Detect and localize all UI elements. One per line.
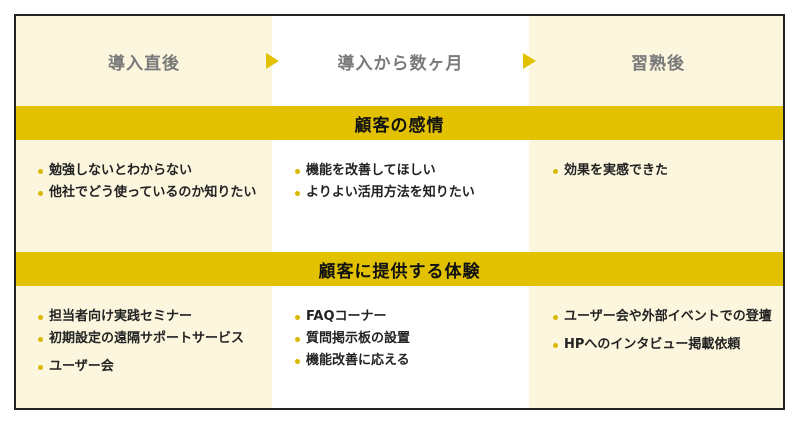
stage-arrow-icon	[266, 53, 279, 69]
experience-cell-stage-3: ユーザー会や外部イベントでの登壇 HPへのインタビュー掲載依頼	[553, 307, 778, 357]
customer-journey-diagram: 導入直後 導入から数ヶ月 習熟後 顧客の感情 勉強しないとわからない 他社でどう…	[14, 14, 785, 410]
experience-cell-stage-1: 担当者向け実践セミナー 初期設定の遠隔サポートサービス ユーザー会	[38, 307, 264, 379]
list-item: FAQコーナー	[295, 307, 523, 327]
list-item: 効果を実感できた	[553, 161, 778, 181]
list-item: ユーザー会や外部イベントでの登壇	[553, 307, 778, 327]
experience-list: FAQコーナー 質問掲示板の設置 機能改善に応える	[295, 307, 523, 371]
stage-arrow-icon	[523, 53, 536, 69]
list-item: 勉強しないとわからない	[38, 161, 264, 181]
list-item: 質問掲示板の設置	[295, 329, 523, 349]
emotion-list: 機能を改善してほしい よりよい活用方法を知りたい	[295, 161, 523, 203]
list-item: よりよい活用方法を知りたい	[295, 183, 523, 203]
list-item: 担当者向け実践セミナー	[38, 307, 264, 327]
stage-column-bg-1	[16, 16, 272, 408]
emotion-list: 効果を実感できた	[553, 161, 778, 181]
experience-list: ユーザー会や外部イベントでの登壇 HPへのインタビュー掲載依頼	[553, 307, 778, 355]
list-item: 機能改善に応える	[295, 351, 523, 371]
stage-column-bg-2	[272, 16, 529, 408]
list-item: HPへのインタビュー掲載依頼	[553, 335, 778, 355]
stage-header-3: 習熟後	[631, 53, 685, 74]
stage-column-bg-3	[529, 16, 783, 408]
section-band-emotion: 顧客の感情	[16, 106, 783, 140]
section-band-experience: 顧客に提供する体験	[16, 252, 783, 286]
list-item: ユーザー会	[38, 357, 264, 377]
emotion-list: 勉強しないとわからない 他社でどう使っているのか知りたい	[38, 161, 264, 203]
list-item: 初期設定の遠隔サポートサービス	[38, 329, 264, 349]
stage-header-1: 導入直後	[108, 53, 180, 74]
stage-header-2: 導入から数ヶ月	[337, 53, 464, 74]
list-item: 他社でどう使っているのか知りたい	[38, 183, 264, 203]
emotion-cell-stage-1: 勉強しないとわからない 他社でどう使っているのか知りたい	[38, 161, 264, 205]
list-item: 機能を改善してほしい	[295, 161, 523, 181]
emotion-cell-stage-2: 機能を改善してほしい よりよい活用方法を知りたい	[295, 161, 523, 205]
emotion-cell-stage-3: 効果を実感できた	[553, 161, 778, 183]
experience-list: 担当者向け実践セミナー 初期設定の遠隔サポートサービス ユーザー会	[38, 307, 264, 377]
experience-cell-stage-2: FAQコーナー 質問掲示板の設置 機能改善に応える	[295, 307, 523, 373]
